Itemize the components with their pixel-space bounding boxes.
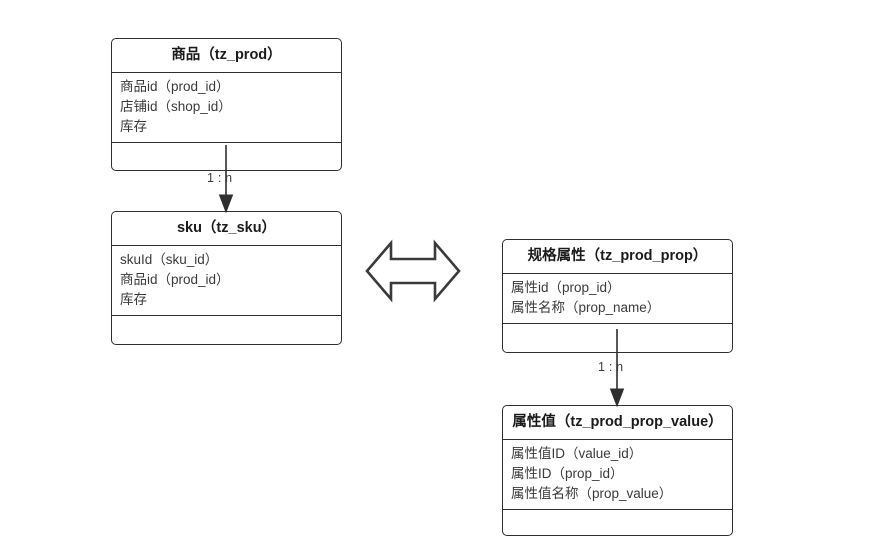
entity-title-tz-sku: sku（tz_sku） bbox=[112, 212, 341, 247]
attribute-row: 商品id（prod_id） bbox=[120, 272, 230, 288]
attribute-row: 商品id（prod_id） bbox=[120, 79, 230, 95]
cardinality-label-prop-to-prop-value: 1 : n bbox=[598, 360, 624, 374]
attribute-row: 属性值名称（prop_value） bbox=[511, 486, 673, 502]
connector-prop-to-prop-value[interactable] bbox=[591, 328, 643, 408]
attribute-row: 店铺id（shop_id） bbox=[120, 99, 232, 115]
entity-title-text: sku（tz_sku） bbox=[176, 220, 277, 236]
attribute-row: 属性id（prop_id） bbox=[511, 280, 621, 296]
arrowhead-filled-down bbox=[609, 388, 625, 408]
entity-footer-tz-prod-prop-value bbox=[503, 510, 732, 535]
attribute-row: 库存 bbox=[120, 119, 147, 135]
entity-box-tz-prod-prop-value[interactable]: 属性值（tz_prod_prop_value） 属性值ID（value_id） … bbox=[502, 405, 733, 537]
entity-title-tz-prod: 商品（tz_prod） bbox=[112, 39, 341, 74]
attribute-row: skuId（sku_id） bbox=[120, 252, 219, 268]
attribute-row: 属性名称（prop_name） bbox=[511, 300, 661, 316]
double-arrow-shape bbox=[365, 239, 461, 303]
entity-box-tz-sku[interactable]: sku（tz_sku） skuId（sku_id） 商品id（prod_id） … bbox=[111, 211, 342, 346]
entity-footer-tz-sku bbox=[112, 316, 341, 344]
cardinality-label-prod-to-sku: 1 : n bbox=[207, 171, 233, 185]
entity-title-tz-prod-prop-value: 属性值（tz_prod_prop_value） bbox=[503, 406, 732, 441]
attribute-row: 库存 bbox=[120, 292, 147, 308]
attribute-row: 属性值ID（value_id） bbox=[511, 446, 643, 462]
entity-attributes-tz-sku: skuId（sku_id） 商品id（prod_id） 库存 bbox=[112, 246, 341, 317]
entity-attributes-tz-prod: 商品id（prod_id） 店铺id（shop_id） 库存 bbox=[112, 73, 341, 144]
entity-attributes-tz-prod-prop-value: 属性值ID（value_id） 属性ID（prop_id） 属性值名称（prop… bbox=[503, 440, 732, 511]
entity-title-text: 商品（tz_prod） bbox=[171, 47, 282, 63]
entity-title-tz-prod-prop: 规格属性（tz_prod_prop） bbox=[503, 240, 732, 275]
entity-attributes-tz-prod-prop: 属性id（prop_id） 属性名称（prop_name） bbox=[503, 274, 732, 325]
arrowhead-filled-down bbox=[218, 194, 234, 214]
attribute-row: 属性ID（prop_id） bbox=[511, 466, 624, 482]
entity-title-text: 规格属性（tz_prod_prop） bbox=[527, 248, 708, 264]
entity-title-text: 属性值（tz_prod_prop_value） bbox=[512, 414, 723, 430]
connector-prod-to-sku[interactable] bbox=[200, 144, 252, 214]
double-headed-arrow-icon[interactable] bbox=[365, 235, 461, 307]
